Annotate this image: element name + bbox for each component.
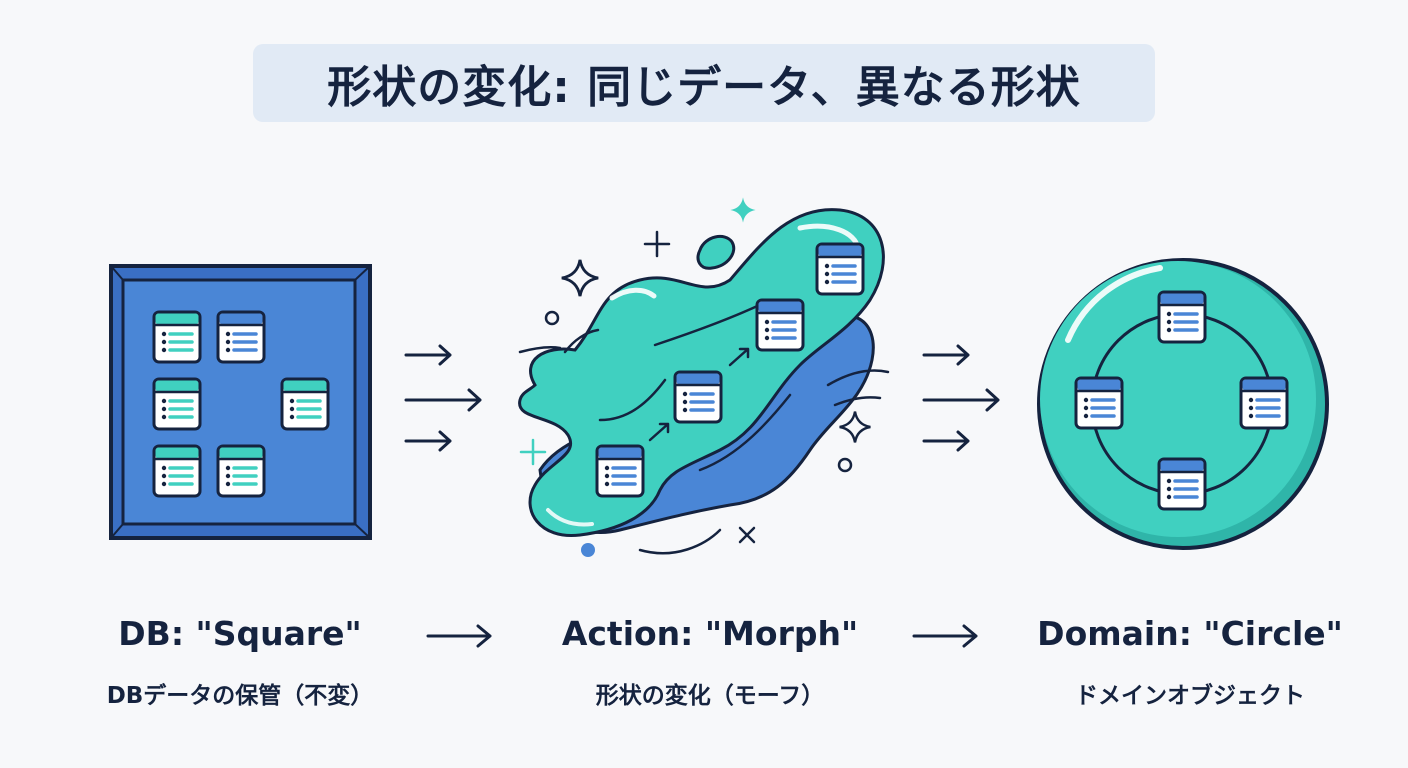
stage-sublabel-action: 形状の変化（モーフ） — [595, 683, 825, 709]
dot-icon — [581, 543, 595, 557]
stage-sublabel-domain: ドメインオブジェクト — [1075, 683, 1305, 709]
table-icon — [1157, 457, 1207, 511]
stage-label-domain: Domain: "Circle" — [1037, 614, 1343, 653]
table-icon — [152, 377, 202, 431]
table-icon — [815, 242, 865, 296]
table-icon — [152, 444, 202, 498]
table-icon — [595, 444, 645, 498]
stage-label-action: Action: "Morph" — [561, 614, 859, 653]
arrow-right-icon — [426, 624, 978, 648]
stage-label-db: DB: "Square" — [118, 614, 362, 653]
stage-sublabel-db: DBデータの保管（不変） — [106, 683, 374, 709]
page-title: 形状の変化: 同じデータ、異なる形状 — [327, 62, 1081, 113]
arrow-right-icon — [922, 344, 1000, 452]
table-icon — [216, 444, 266, 498]
table-icon — [673, 370, 723, 424]
table-icon — [1239, 376, 1289, 430]
sparkle-icon — [519, 230, 756, 544]
table-icon — [280, 377, 330, 431]
table-icon — [152, 310, 202, 364]
flow-arrow-icon — [648, 347, 750, 442]
table-icon — [216, 310, 266, 364]
arrow-right-icon — [404, 344, 482, 452]
circle-shape — [1037, 258, 1329, 550]
motion-lines — [518, 310, 890, 555]
table-icon — [1074, 376, 1124, 430]
table-icon — [1157, 290, 1207, 344]
table-icon — [755, 298, 805, 352]
title-banner: 形状の変化: 同じデータ、異なる形状 — [253, 44, 1155, 122]
